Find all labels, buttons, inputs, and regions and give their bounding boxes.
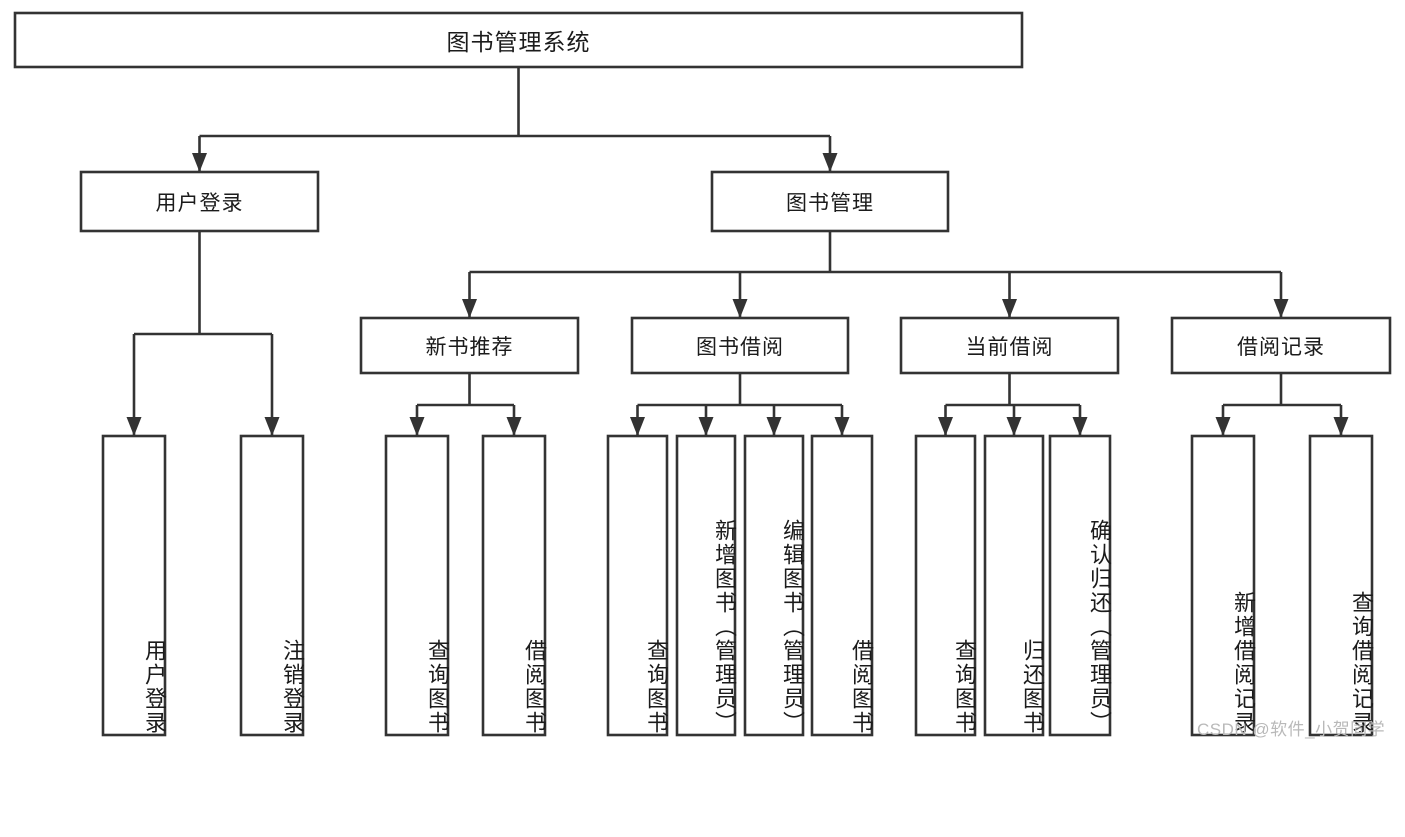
arrow-head-icon [409,417,425,436]
node-box-l-borrow-book-rec[interactable] [481,434,547,737]
node-box-l-query-book-rec[interactable] [384,434,450,737]
arrow-head-icon [1273,299,1289,318]
arrow-head-icon [126,417,142,436]
node-box-l-borrow-book-br[interactable] [810,434,874,737]
arrow-head-icon [1333,417,1349,436]
arrow-head-icon [462,299,477,318]
arrow-head-icon [698,417,714,436]
arrow-head-icon [506,417,522,436]
node-box-n-book-borrow[interactable] [630,316,850,375]
boxes-layer [13,11,1392,737]
arrow-head-icon [822,153,838,172]
arrow-head-icon [766,417,782,436]
node-box-l-query-borrow-record[interactable] [1308,434,1374,737]
arrow-head-icon [1006,417,1022,436]
watermark-text: CSDN @软件_小贺同学 [1197,720,1386,739]
node-box-n-borrow-record[interactable] [1170,316,1392,375]
arrow-head-icon [1002,299,1017,318]
node-box-root[interactable] [13,11,1024,69]
node-box-l-add-borrow-record[interactable] [1190,434,1256,737]
diagram-canvas: 图书管理系统用户登录图书管理新书推荐图书借阅当前借阅借阅记录用户登录注销登录查询… [13,11,1392,739]
node-box-n-new-book-rec[interactable] [359,316,580,375]
edges-layer [126,67,1349,436]
arrow-head-icon [264,417,280,436]
node-box-l-edit-book-admin[interactable] [743,434,805,737]
arrow-head-icon [834,417,850,436]
node-box-n-user-login[interactable] [79,170,320,233]
node-box-l-user-login[interactable] [101,434,167,737]
arrow-head-icon [1215,417,1231,436]
arrow-head-icon [732,299,748,318]
node-box-l-user-logout[interactable] [239,434,305,737]
node-box-l-confirm-return-admin[interactable] [1048,434,1112,737]
node-box-l-query-book-br[interactable] [606,434,669,737]
node-box-n-current-borrow[interactable] [899,316,1120,375]
node-box-l-add-book-admin[interactable] [675,434,737,737]
node-box-l-return-book[interactable] [983,434,1045,737]
arrow-head-icon [630,417,645,436]
arrow-head-icon [1072,417,1088,436]
arrow-head-icon [192,153,207,172]
arrow-head-icon [938,417,953,436]
node-box-l-query-book-cb[interactable] [914,434,977,737]
tree-connectors-and-boxes [13,11,1392,737]
node-box-n-book-manage[interactable] [710,170,950,233]
